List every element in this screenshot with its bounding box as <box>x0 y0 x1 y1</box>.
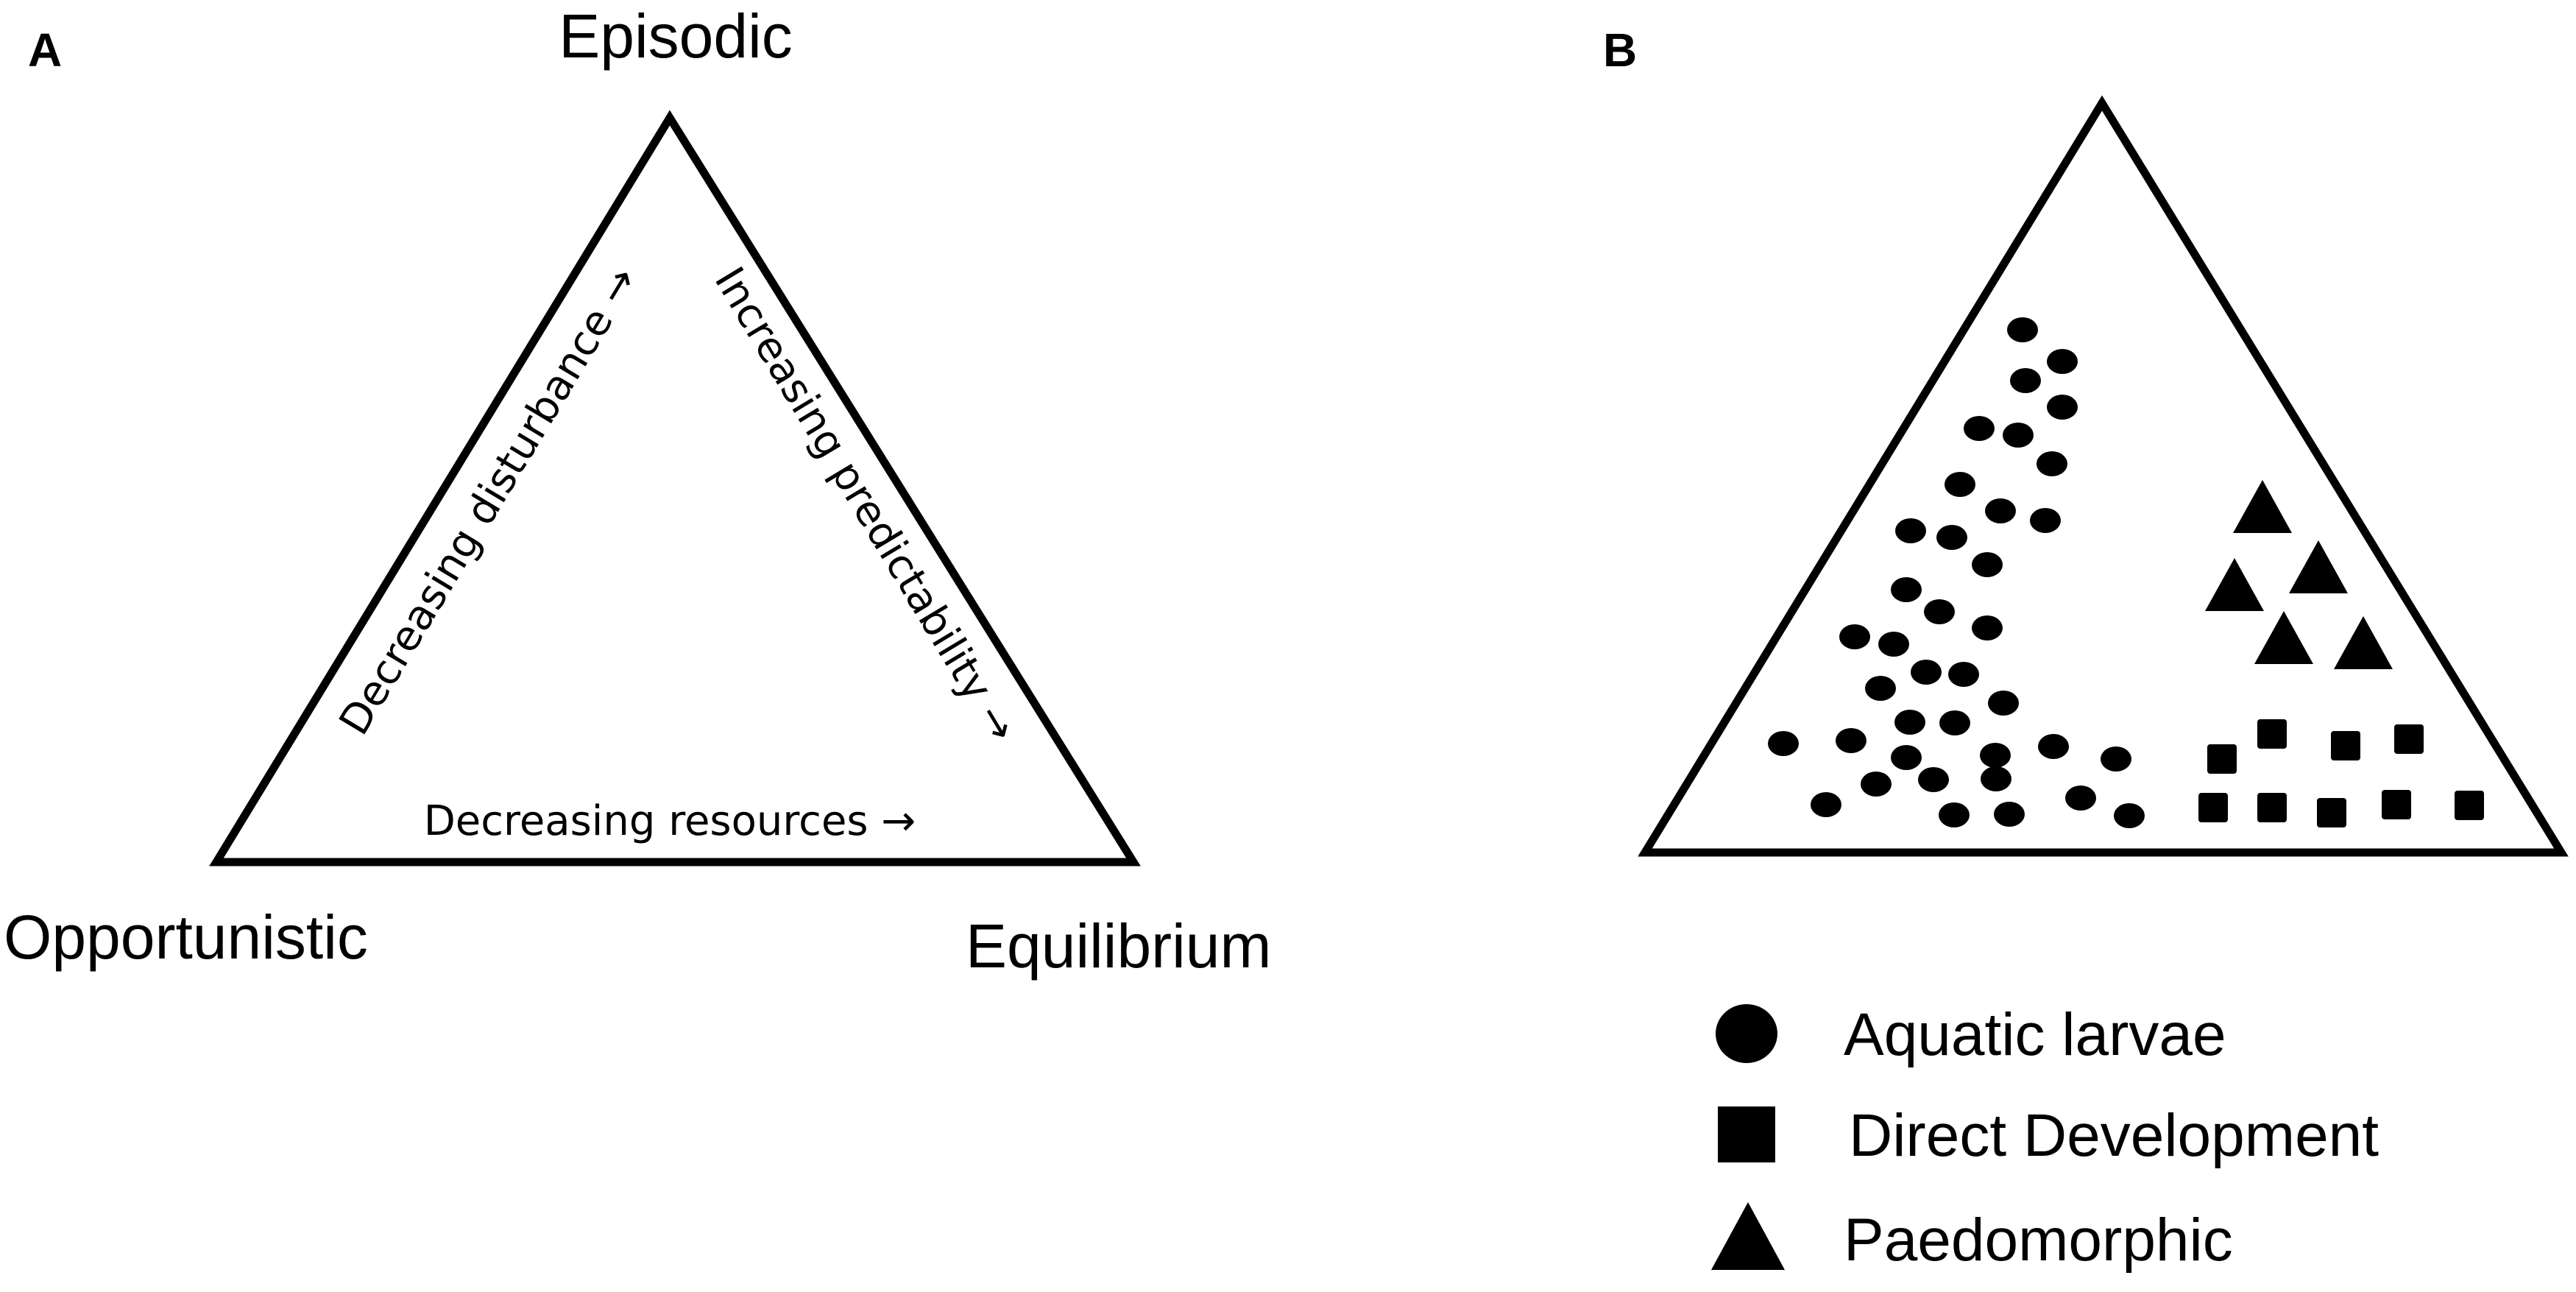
aquatic-larvae-marker <box>1911 660 1942 685</box>
panel-a-letter: A <box>28 24 62 77</box>
aquatic-larvae-marker <box>2047 349 2078 374</box>
gradient-label-resources: Decreasing resources → <box>424 797 916 845</box>
corner-label-episodic: Episodic <box>559 1 793 71</box>
direct-development-marker <box>2382 790 2411 819</box>
direct-development-marker <box>2331 731 2360 760</box>
gradient-label-predictability: Increasing predictability → <box>705 259 1026 750</box>
aquatic-larvae-marker <box>2047 395 2078 420</box>
aquatic-larvae-marker <box>2030 508 2061 533</box>
legend-item-aquatic-larvae: Aquatic larvae <box>1716 1001 2226 1068</box>
paedomorphic-marker <box>2233 480 2292 533</box>
aquatic-larvae-marker <box>1768 731 1799 756</box>
aquatic-larvae-marker <box>1878 632 1909 657</box>
direct-development-marker <box>2455 791 2484 820</box>
aquatic-larvae-marker <box>2114 803 2145 828</box>
aquatic-larvae-marker <box>1861 772 1892 797</box>
aquatic-larvae-marker <box>1972 615 2003 640</box>
legend-item-paedomorphic: Paedomorphic <box>1711 1202 2233 1274</box>
panel-a-triangle <box>209 110 1141 866</box>
direct-development-marker <box>2198 793 2228 822</box>
aquatic-larvae-marker <box>1964 416 1995 441</box>
aquatic-larvae-marker <box>1948 662 1979 687</box>
direct-development-marker <box>2207 744 2237 774</box>
aquatic-larvae-marker <box>1894 710 1925 735</box>
aquatic-larvae-marker <box>1994 802 2025 827</box>
legend-label-aquatic-larvae: Aquatic larvae <box>1844 1001 2226 1068</box>
aquatic-larvae-marker <box>2003 423 2034 448</box>
aquatic-larvae-marker <box>1980 743 2011 768</box>
aquatic-larvae-marker <box>2037 451 2067 476</box>
panel-b-triangle <box>1638 95 2569 857</box>
aquatic-larvae-marker <box>1981 766 2011 791</box>
corner-label-equilibrium: Equilibrium <box>966 911 1272 981</box>
panel-b: B Aquatic larvae Direct Development Paed… <box>1603 24 2569 1274</box>
paedomorphic-marker <box>2254 611 2313 664</box>
aquatic-larvae-marker <box>1891 577 1922 602</box>
aquatic-larvae-marker <box>1918 767 1949 792</box>
legend-label-paedomorphic: Paedomorphic <box>1844 1207 2233 1274</box>
aquatic-larvae-marker <box>1895 518 1926 543</box>
aquatic-larvae-marker <box>1936 525 1967 550</box>
paedomorphic-marker <box>2334 616 2393 669</box>
species-markers <box>1768 317 2484 828</box>
aquatic-larvae-marker <box>1865 676 1896 701</box>
aquatic-larvae-marker <box>1891 745 1922 770</box>
paedomorphic-marker <box>2289 540 2348 593</box>
legend-item-direct-development: Direct Development <box>1718 1102 2379 1169</box>
aquatic-larvae-marker <box>1924 599 1955 624</box>
direct-development-marker <box>2257 793 2287 822</box>
legend-label-direct-development: Direct Development <box>1849 1102 2379 1169</box>
corner-label-opportunistic: Opportunistic <box>4 903 368 972</box>
aquatic-larvae-marker <box>1839 624 1870 649</box>
legend: Aquatic larvae Direct Development Paedom… <box>1711 1001 2379 1274</box>
panel-b-letter: B <box>1603 24 1637 77</box>
direct-development-marker <box>2394 724 2424 754</box>
aquatic-larvae-marker <box>1939 710 1970 735</box>
aquatic-larvae-marker <box>1985 498 2016 523</box>
aquatic-larvae-marker <box>1811 792 1841 817</box>
aquatic-larvae-marker <box>1836 728 1866 753</box>
aquatic-larvae-marker <box>2007 317 2038 342</box>
aquatic-larvae-marker <box>1939 802 1970 827</box>
gradient-label-disturbance: Decreasing disturbance → <box>330 258 648 743</box>
paedomorphic-marker <box>2205 558 2264 611</box>
aquatic-larvae-marker <box>2010 368 2041 393</box>
aquatic-larvae-marker <box>1945 472 1975 497</box>
aquatic-larvae-marker <box>1972 552 2003 577</box>
panel-a: A Episodic Opportunistic Equilibrium Dec… <box>4 1 1272 981</box>
circle-icon <box>1716 1004 1777 1063</box>
aquatic-larvae-marker <box>2101 746 2131 772</box>
aquatic-larvae-marker <box>1988 691 2019 716</box>
direct-development-marker <box>2257 719 2287 749</box>
triangle-icon <box>1711 1202 1785 1270</box>
aquatic-larvae-marker <box>2065 786 2096 811</box>
direct-development-marker <box>2317 798 2346 827</box>
square-icon <box>1718 1106 1775 1162</box>
aquatic-larvae-marker <box>2038 734 2069 759</box>
